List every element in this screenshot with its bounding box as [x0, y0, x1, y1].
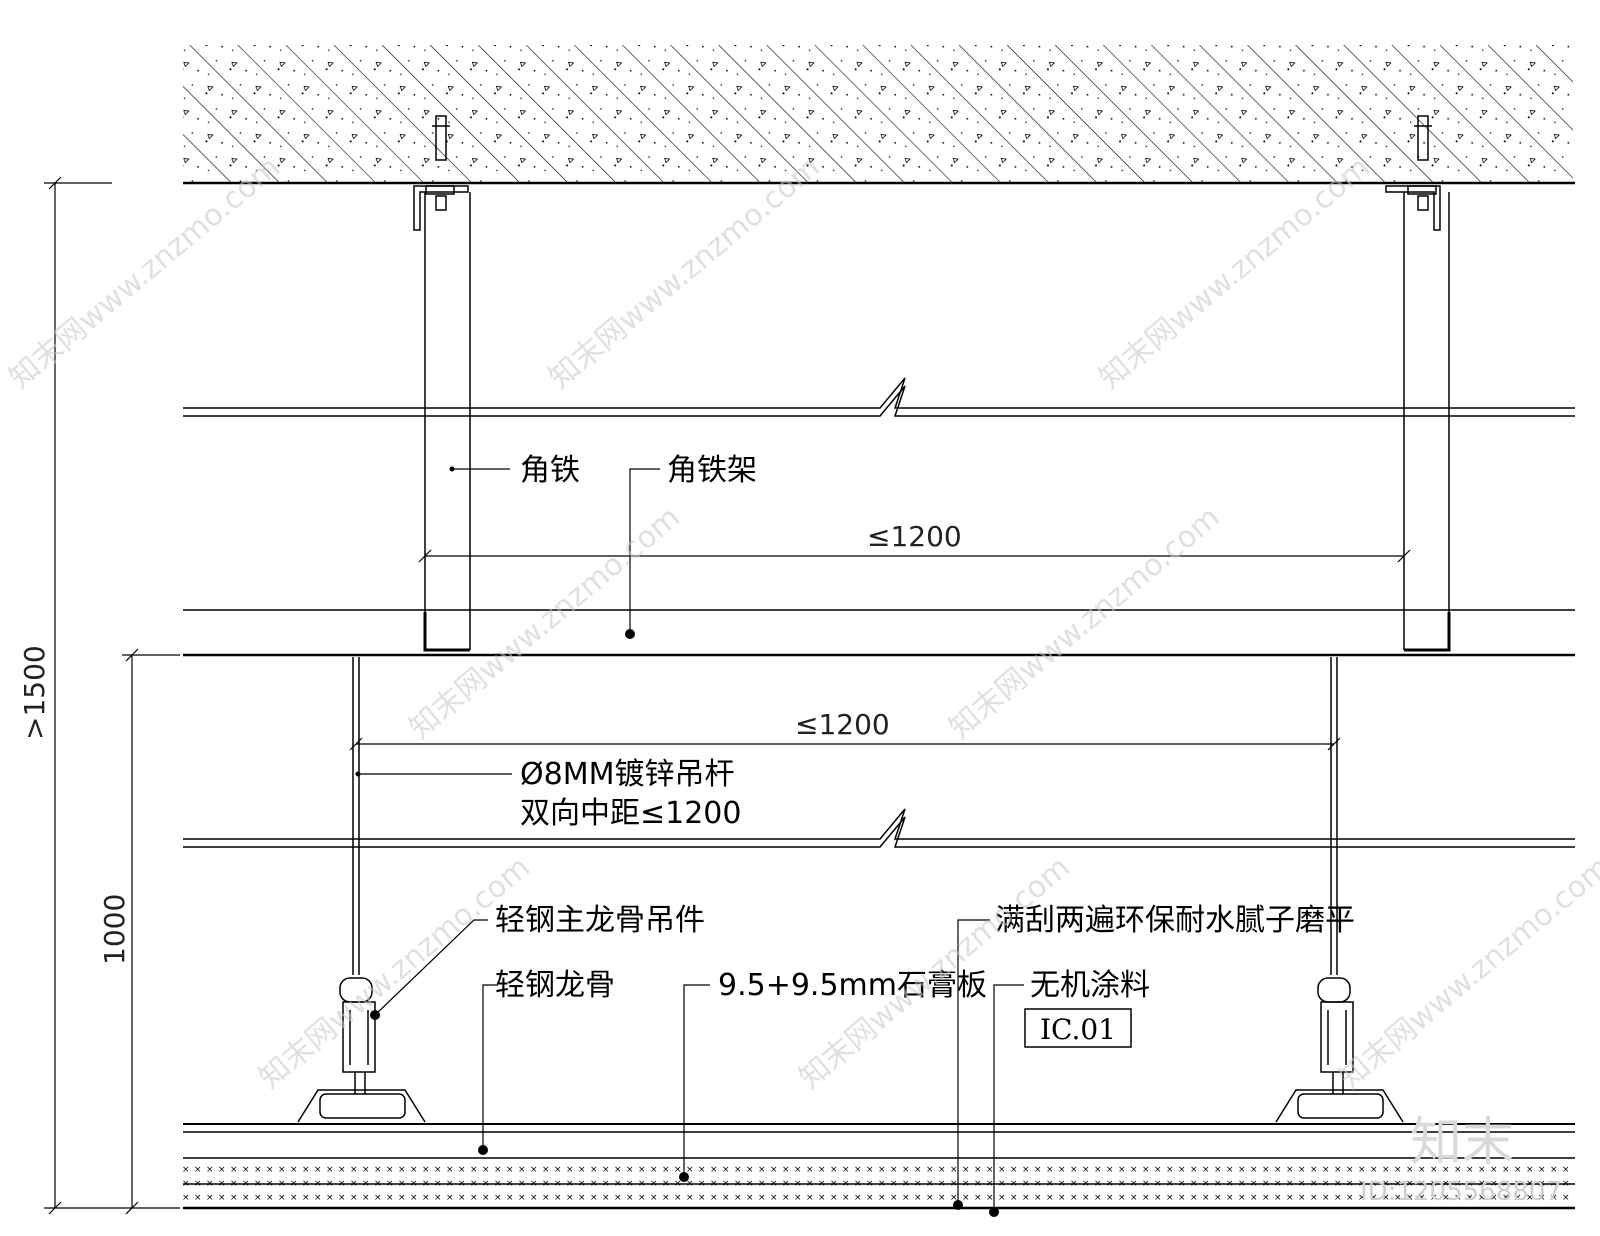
upper-span-dimension: [418, 549, 1411, 563]
angle-iron-frame-label: 角铁架: [667, 453, 757, 488]
total-height-label: >1500: [18, 645, 51, 740]
ic-tag-text: IC.01: [1040, 1013, 1116, 1046]
light-steel-keel-right: [1275, 1072, 1404, 1123]
main-keel-hanger-left: [339, 977, 376, 1073]
angle-iron-frame: [183, 609, 1575, 657]
putty-label: 满刮两遍环保耐水腻子磨平: [995, 903, 1355, 938]
concrete-slab: [183, 45, 1575, 185]
anchor-bolt-right: [1407, 115, 1437, 211]
hanger-spacing-label: 双向中距≤1200: [520, 796, 741, 831]
watermark-text: 知末网www.znzmo.com: [3, 150, 287, 396]
total-height-dimension: [44, 176, 180, 1215]
ic-tag: IC.01: [1024, 1008, 1132, 1048]
inorganic-paint-label: 无机涂料: [1030, 968, 1150, 1003]
watermark-text: 知末网www.znzmo.com: [943, 500, 1227, 746]
lower-span-label: ≤1200: [795, 708, 890, 741]
gypsum-board-layers: [183, 1123, 1575, 1210]
lower-span-dimension: [349, 737, 1341, 751]
main-keel-hanger-right: [1317, 977, 1354, 1073]
watermark-text: 知末网www.znzmo.com: [543, 150, 827, 396]
lower-height-label: 1000: [98, 894, 131, 965]
lower-height-dimension: [122, 648, 180, 1215]
leaders: [358, 468, 1024, 1212]
id-watermark: ID:1205568807: [1360, 1177, 1562, 1207]
leader-dots: [355, 466, 999, 1217]
anchor-bolt-left: [425, 115, 455, 211]
break-line-lower: [183, 808, 1575, 848]
hanger-rod-left: [352, 657, 360, 975]
light-steel-keel-label: 轻钢龙骨: [495, 968, 615, 1003]
angle-iron-right: [1385, 185, 1451, 652]
break-line-upper: [183, 377, 1575, 417]
watermark: 知末网www.znzmo.com 知末网www.znzmo.com 知末网www…: [3, 150, 1600, 1096]
hanger-rod-label: Ø8MM镀锌吊杆: [520, 757, 734, 792]
upper-span-label: ≤1200: [867, 520, 962, 553]
hanger-rod-right: [1330, 657, 1338, 975]
light-steel-keel-left: [297, 1072, 426, 1123]
brand-watermark: 知末: [1410, 1113, 1514, 1173]
watermark-text: 知末网www.znzmo.com: [1333, 850, 1600, 1096]
gypsum-board-label: 9.5+9.5mm石膏板: [718, 968, 987, 1003]
angle-iron-left: [413, 185, 471, 652]
main-keel-hanger-label: 轻钢主龙骨吊件: [495, 903, 705, 938]
watermark-text: 知末网www.znzmo.com: [1093, 150, 1377, 396]
watermark-text: 知末网www.znzmo.com: [403, 500, 687, 746]
angle-iron-label: 角铁: [520, 453, 580, 488]
